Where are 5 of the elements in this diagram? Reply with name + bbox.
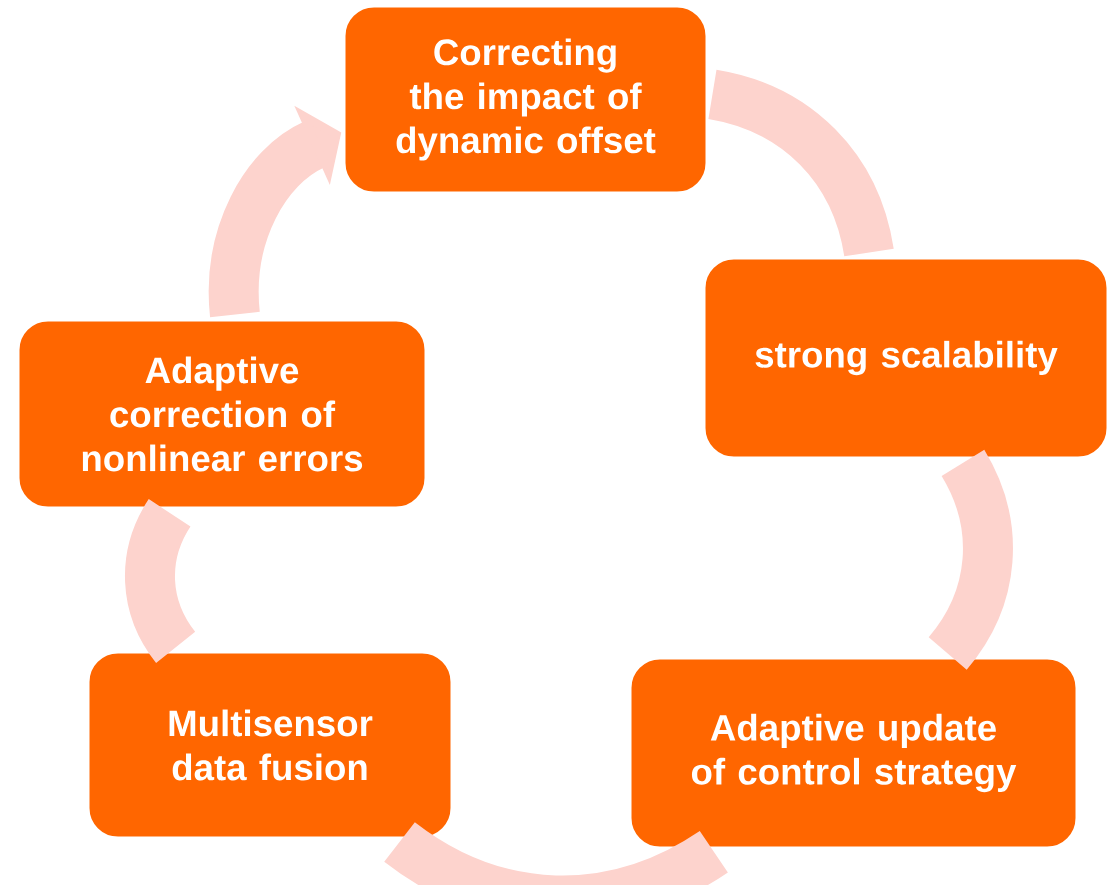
- process-box: Correcting the impact of dynamic offset: [342, 4, 709, 195]
- process-box: strong scalability: [702, 256, 1110, 460]
- process-box: Adaptive update of control strategy: [628, 656, 1079, 850]
- process-box: Multisensor data fusion: [86, 650, 454, 840]
- process-box: Adaptive correction of nonlinear errors: [16, 318, 428, 510]
